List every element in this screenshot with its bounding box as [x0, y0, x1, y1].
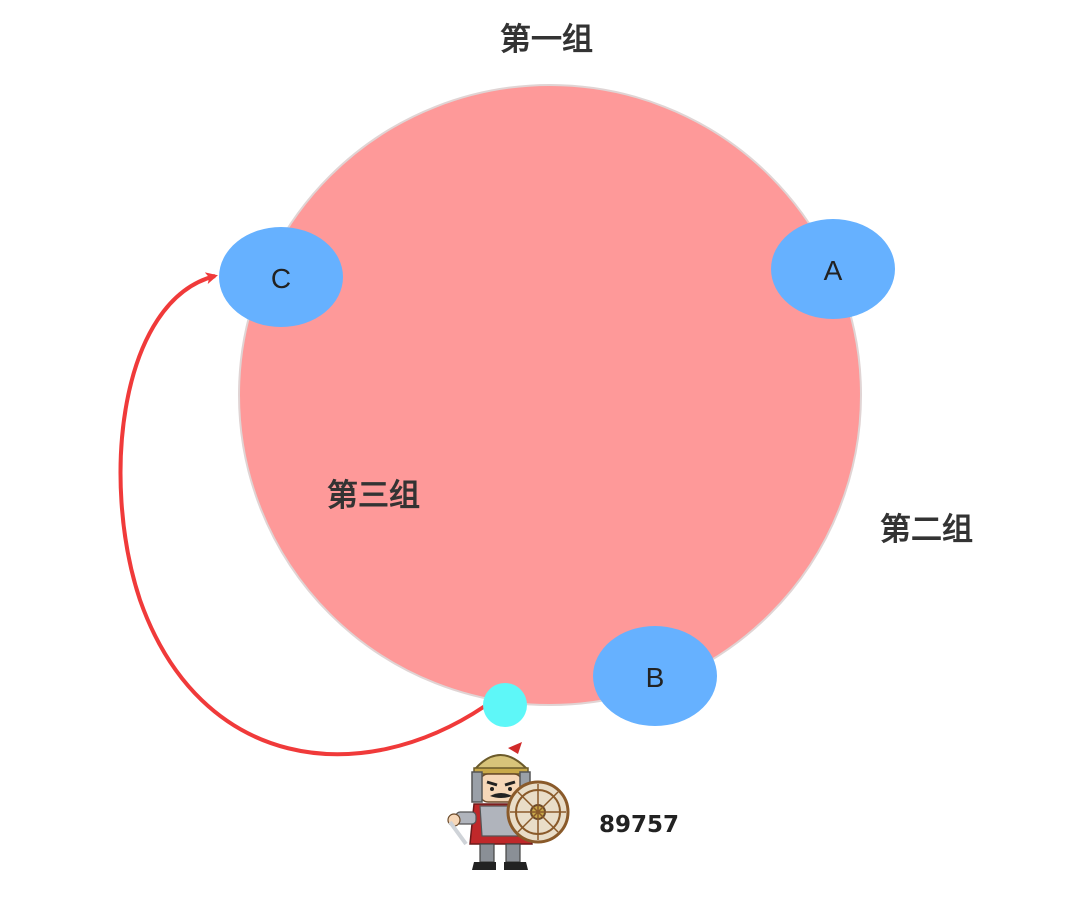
group-label-1: 第一组	[500, 22, 593, 58]
group-label-3: 第三组	[327, 478, 420, 514]
node-a-label: A	[824, 255, 843, 286]
request-number: 89757	[599, 812, 679, 838]
node-a: A	[771, 219, 895, 319]
node-c: C	[219, 227, 343, 327]
group-label-2: 第二组	[880, 512, 973, 548]
node-b: B	[593, 626, 717, 726]
armored-soldier-with-shield-icon	[447, 742, 570, 870]
node-b-label: B	[646, 662, 665, 693]
hash-ring	[238, 84, 862, 706]
data-point	[483, 683, 527, 727]
mapping-arrow	[118, 272, 487, 757]
node-c-label: C	[271, 263, 291, 294]
